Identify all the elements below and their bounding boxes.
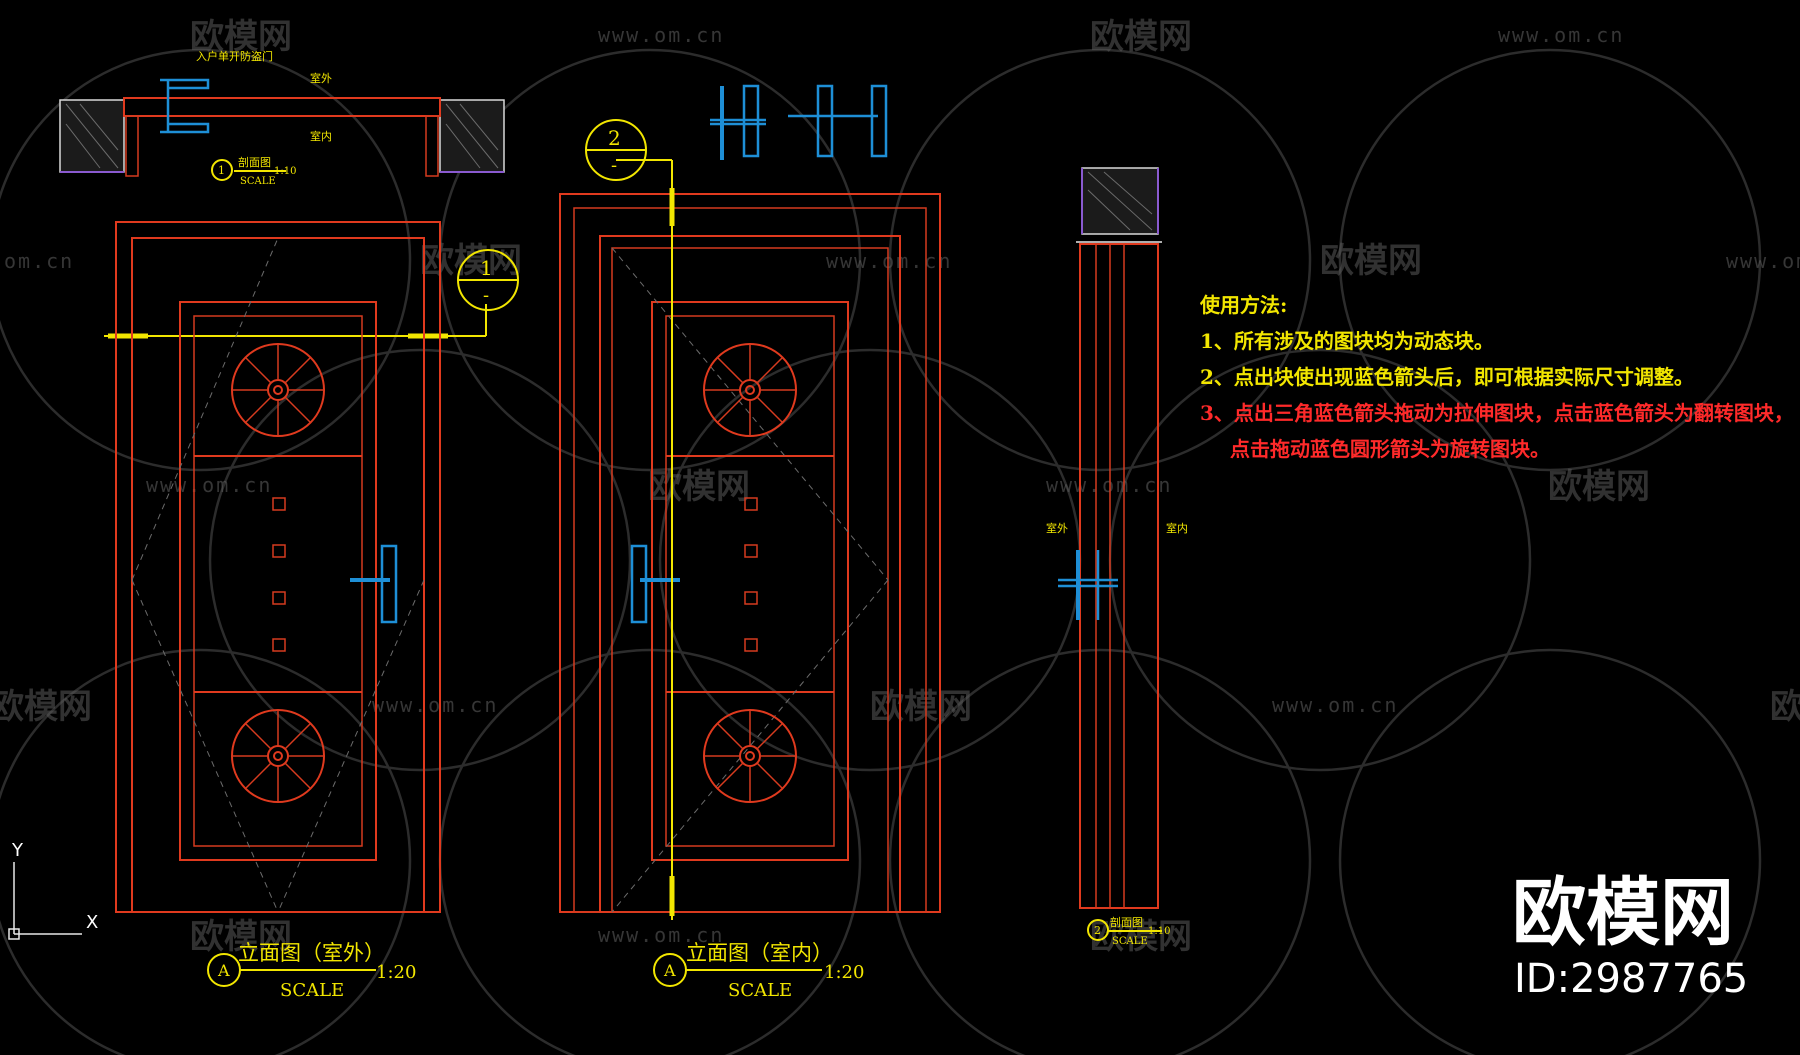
instruction-item-2: 2、点出块使出现蓝色箭头后，即可根据实际尺寸调整。	[1200, 365, 1694, 389]
instruction-item-3-line-2: 点击拖动蓝色圆形箭头为旋转图块。	[1230, 437, 1550, 461]
brand-block: 欧模网 ID:2987765	[1512, 870, 1748, 1002]
square-ornament	[272, 638, 286, 652]
elev-outside-symbol: A	[217, 961, 230, 980]
watermark-url: www.om.cn	[1272, 693, 1398, 717]
watermark-url: www.om.cn	[826, 249, 952, 273]
plan-outside-label: 室外	[310, 71, 332, 85]
flower-rosette-icon	[231, 343, 325, 437]
side-outside-label: 室外	[1046, 521, 1068, 535]
outer-frame	[115, 221, 441, 913]
elev-inside-symbol: A	[663, 961, 676, 980]
side-handle-icon	[1058, 550, 1118, 620]
watermark-brand: 欧模网	[1090, 917, 1192, 957]
marker-1-number: 1	[480, 256, 493, 280]
instruction-item-1: 1、所有涉及的图块均为动态块。	[1200, 329, 1494, 353]
instruction-item-3-line-1: 3、点出三角蓝色箭头拖动为拉伸图块，点击蓝色箭头为翻转图块，	[1200, 401, 1794, 425]
watermark-url: www.om.cn	[1046, 473, 1172, 497]
marker-2-number: 2	[608, 126, 621, 150]
elev-inside-scale: SCALE	[728, 980, 792, 1001]
watermark-brand: 欧模网	[1090, 17, 1192, 57]
plan-scale-ratio: 1:10	[274, 166, 296, 177]
ucs-x-label: X	[86, 912, 98, 933]
watermarks: 欧模网 www.om.cn 欧模网 www.om.cn om.cn 欧模网 ww…	[0, 17, 1800, 957]
side-inside-label: 室内	[1166, 521, 1188, 535]
elev-inside-title: 立面图（室内）	[686, 941, 833, 965]
wall-hatch	[1081, 167, 1159, 235]
square-ornament	[744, 497, 758, 511]
elev-outside-title: 立面图（室外）	[238, 941, 385, 965]
ucs-axis-icon: Y X	[8, 840, 98, 940]
flower-rosette-icon	[703, 709, 797, 803]
plan-handle-icon	[160, 78, 210, 134]
watermark-brand: 欧模网	[0, 687, 92, 727]
elevation-inside: 2 - A 立面图（室内） 1:20 SCALE	[559, 119, 941, 1001]
elev-outside-scale: SCALE	[280, 980, 344, 1001]
square-ornament	[272, 544, 286, 558]
side-callout-title: 剖面图	[1110, 915, 1143, 929]
door-handle-icon	[630, 544, 680, 624]
watermark-url: www.om.cn	[1726, 249, 1800, 273]
plan-inside-label: 室内	[310, 129, 332, 143]
marker-2-sub: -	[611, 155, 617, 176]
watermark-brand: 欧模网	[1770, 687, 1800, 727]
plan-title: 入户单开防盗门	[196, 49, 273, 63]
plan-door-leaf	[123, 97, 441, 117]
watermark-brand: 欧模网	[1548, 467, 1650, 507]
square-ornament	[744, 638, 758, 652]
watermark-url: www.om.cn	[372, 693, 498, 717]
plan-callout-circle	[211, 159, 233, 181]
side-section: 室外 室内 2 剖面图 SCALE 1:10	[1046, 167, 1188, 947]
plan-callout-title: 剖面图	[238, 155, 271, 169]
ucs-y-label: Y	[11, 840, 24, 861]
flower-rosette-icon	[703, 343, 797, 437]
elev-outside-ratio: 1:20	[376, 962, 416, 983]
lever-handle-icon	[710, 84, 766, 160]
marker-1-sub: -	[483, 285, 489, 306]
side-callout-number: 2	[1094, 924, 1101, 937]
side-door-jamb	[1079, 243, 1159, 909]
square-ornament	[744, 591, 758, 605]
side-scale-word: SCALE	[1112, 936, 1148, 947]
plan-scale-word: SCALE	[240, 176, 276, 187]
instructions-heading: 使用方法:	[1199, 293, 1287, 317]
hardware-details	[710, 84, 888, 160]
brand-logo: 欧模网	[1512, 870, 1734, 956]
section-marker-1: 1 -	[104, 249, 519, 339]
lever-handle-icon	[788, 84, 888, 158]
square-ornament	[744, 544, 758, 558]
watermark-url: om.cn	[4, 249, 74, 273]
watermark-url: www.om.cn	[598, 923, 724, 947]
watermark-brand: 欧模网	[420, 241, 522, 281]
plan-view: 入户单开防盗门 室外 室内 1 剖面图 SCALE 1:10	[59, 49, 505, 187]
flower-rosette-icon	[231, 709, 325, 803]
watermark-brand: 欧模网	[190, 917, 292, 957]
watermark-url: www.om.cn	[146, 473, 272, 497]
watermark-brand: 欧模网	[648, 467, 750, 507]
watermark-brand: 欧模网	[190, 17, 292, 57]
brand-id: ID:2987765	[1514, 956, 1748, 1002]
watermark-brand: 欧模网	[1320, 241, 1422, 281]
door-handle-icon	[350, 544, 398, 624]
watermark-circles	[0, 48, 1762, 1055]
plan-callout-number: 1	[218, 164, 225, 177]
elev-inside-ratio: 1:20	[824, 962, 864, 983]
elevation-outside: A 立面图（室外） 1:20 SCALE	[115, 221, 441, 1001]
watermark-url: www.om.cn	[598, 23, 724, 47]
square-ornament	[272, 591, 286, 605]
watermark-url: www.om.cn	[1498, 23, 1624, 47]
square-ornament	[272, 497, 286, 511]
instructions: 使用方法: 1、所有涉及的图块均为动态块。 2、点出块使出现蓝色箭头后，即可根据…	[1199, 293, 1794, 461]
side-scale-ratio: 1:10	[1148, 926, 1170, 937]
watermark-brand: 欧模网	[870, 687, 972, 727]
